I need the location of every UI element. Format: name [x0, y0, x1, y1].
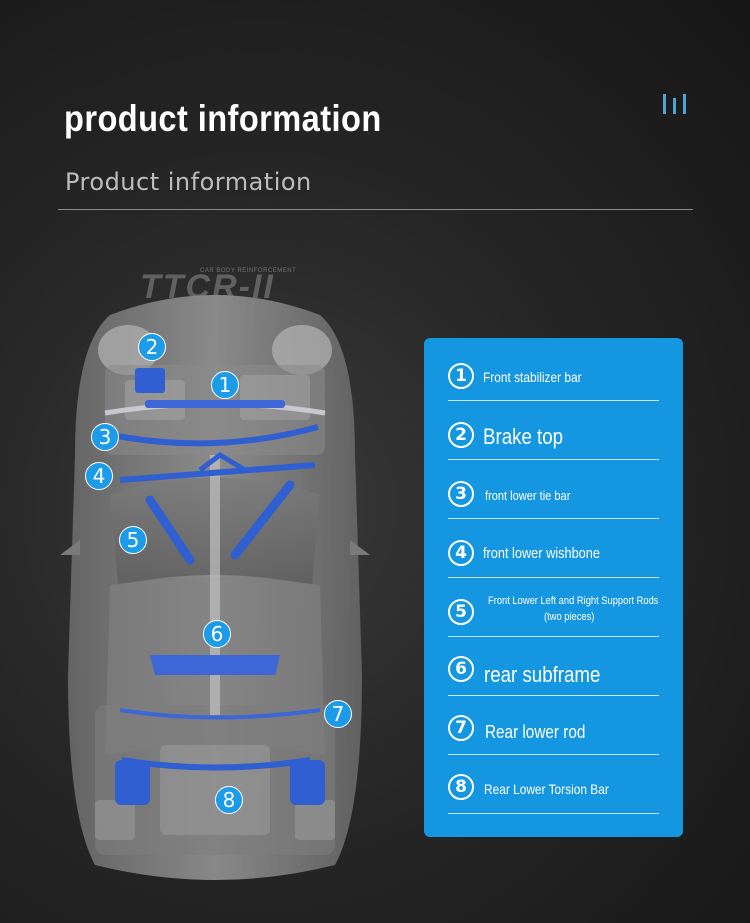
item-label: rear subframe: [484, 662, 601, 687]
pin-5: 5: [119, 526, 147, 554]
item-number: 8: [448, 774, 474, 800]
item-label: Front stabilizer bar: [483, 369, 582, 385]
item-number: 5: [448, 599, 474, 625]
list-item: 4 front lower wishbone: [448, 518, 659, 578]
list-item: 1 Front stabilizer bar: [448, 341, 659, 401]
pin-2: 2: [138, 333, 166, 361]
list-item: 5 Front Lower Left and Right Support Rod…: [448, 577, 659, 637]
item-number: 1: [448, 363, 474, 389]
pin-4: 4: [85, 462, 113, 490]
item-label: front lower wishbone: [483, 545, 600, 562]
item-number: 3: [448, 481, 474, 507]
brand-tagline: CAR BODY REINFORCEMENT: [200, 268, 297, 274]
list-item: 6 rear subframe: [448, 636, 659, 696]
item-label: Front Lower Left and Right Support Rods: [488, 595, 659, 607]
item-number: 2: [448, 422, 474, 448]
item-label: Brake top: [483, 424, 564, 449]
item-number: 7: [448, 715, 474, 741]
pin-6: 6: [203, 620, 231, 648]
pin-3: 3: [91, 423, 119, 451]
page-subtitle: Product information: [65, 168, 312, 196]
list-item: 8 Rear Lower Torsion Bar: [448, 754, 659, 814]
item-label: Rear Lower Torsion Bar: [484, 781, 609, 797]
list-item: 2 Brake top: [448, 400, 659, 460]
parts-list-panel: 1 Front stabilizer bar 2 Brake top 3 fro…: [424, 338, 683, 837]
brand-watermark: TTCR-II: [140, 268, 275, 306]
list-item: 3 front lower tie bar: [448, 459, 659, 519]
item-label-note: (two pieces): [544, 611, 595, 623]
page-title: product information: [64, 98, 382, 139]
item-label: Rear lower rod: [485, 722, 586, 742]
brand-bars-icon: [663, 94, 686, 114]
item-label: front lower tie bar: [485, 488, 571, 503]
pin-7: 7: [324, 700, 352, 728]
pin-1: 1: [211, 371, 239, 399]
list-item: 7 Rear lower rod: [448, 695, 659, 755]
header-divider: [58, 209, 693, 210]
item-number: 4: [448, 540, 474, 566]
pin-8: 8: [215, 786, 243, 814]
car-chassis-illustration: [60, 295, 370, 880]
item-number: 6: [448, 656, 474, 682]
